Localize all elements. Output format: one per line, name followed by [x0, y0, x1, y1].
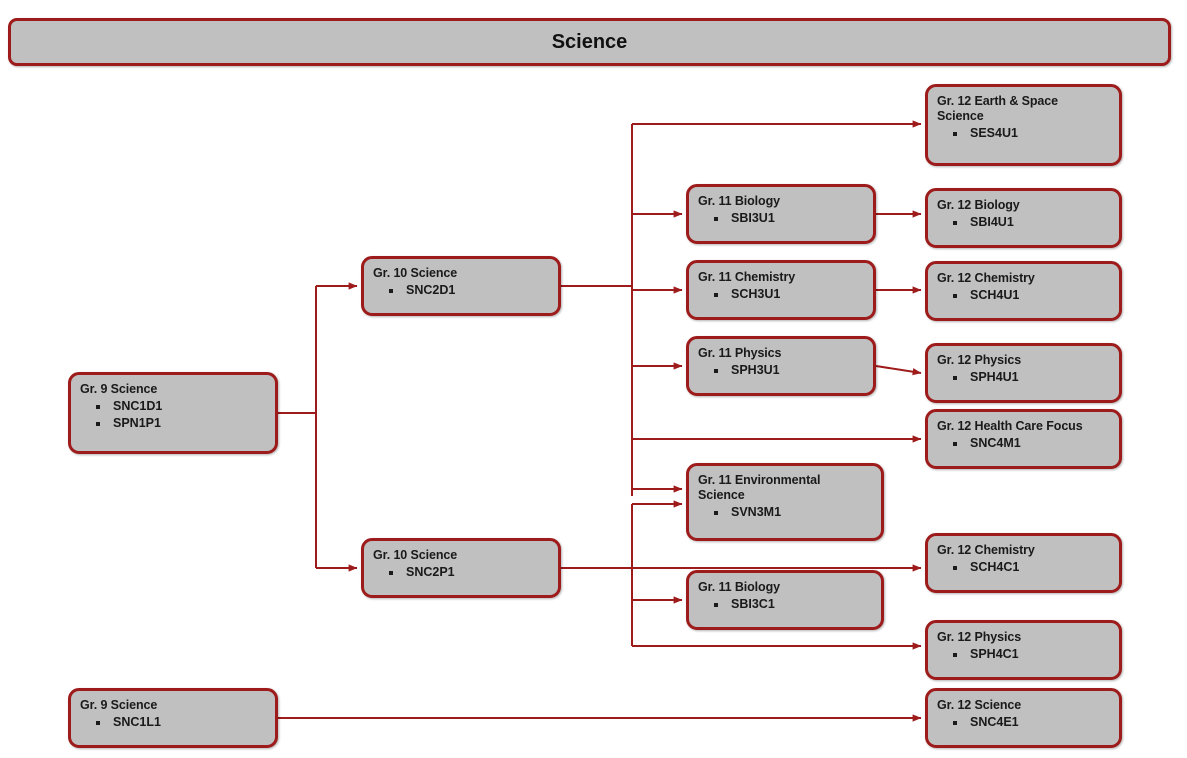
- course-code: SVN3M1: [698, 504, 875, 521]
- course-list: SPH3U1: [698, 362, 867, 379]
- node-title: Gr. 12 Biology: [937, 198, 1020, 212]
- node-title: Gr. 12 Physics: [937, 630, 1022, 644]
- node-gr12-earth-space-science-ses4u1[interactable]: Gr. 12 Earth & Space Science SES4U1: [925, 84, 1122, 166]
- course-code: SPH4U1: [937, 369, 1113, 386]
- node-gr11-chemistry-sch3u1[interactable]: Gr. 11 Chemistry SCH3U1: [686, 260, 876, 320]
- course-list: SES4U1: [937, 125, 1113, 142]
- course-code: SCH4U1: [937, 287, 1113, 304]
- course-code: SNC4M1: [937, 435, 1113, 452]
- course-list: SVN3M1: [698, 504, 875, 521]
- node-gr10-science-snc2p1[interactable]: Gr. 10 Science SNC2P1: [361, 538, 561, 598]
- node-gr11-environmental-science-svn3m1[interactable]: Gr. 11 Environmental Science SVN3M1: [686, 463, 884, 541]
- node-gr9-science-snc1l1[interactable]: Gr. 9 Science SNC1L1: [68, 688, 278, 748]
- course-list: SNC1D1 SPN1P1: [80, 398, 269, 432]
- course-list: SNC4E1: [937, 714, 1113, 731]
- course-list: SNC4M1: [937, 435, 1113, 452]
- course-code: SNC1L1: [80, 714, 269, 731]
- node-title: Gr. 9 Science: [80, 382, 158, 396]
- node-gr9-science-academic[interactable]: Gr. 9 Science SNC1D1 SPN1P1: [68, 372, 278, 454]
- course-code: SCH3U1: [698, 286, 867, 303]
- node-title: Gr. 11 Chemistry: [698, 270, 796, 284]
- course-list: SCH4C1: [937, 559, 1113, 576]
- course-list: SNC1L1: [80, 714, 269, 731]
- node-title: Gr. 9 Science: [80, 698, 158, 712]
- node-title: Gr. 12 Science: [937, 698, 1022, 712]
- node-gr11-biology-sbi3u1[interactable]: Gr. 11 Biology SBI3U1: [686, 184, 876, 244]
- course-list: SPH4U1: [937, 369, 1113, 386]
- node-title: Gr. 11 Biology: [698, 580, 780, 594]
- course-list: SBI4U1: [937, 214, 1113, 231]
- course-code: SCH4C1: [937, 559, 1113, 576]
- node-title: Gr. 11 Biology: [698, 194, 780, 208]
- course-code: SBI3U1: [698, 210, 867, 227]
- node-title: Gr. 10 Science: [373, 548, 458, 562]
- node-gr10-science-snc2d1[interactable]: Gr. 10 Science SNC2D1: [361, 256, 561, 316]
- course-list: SPH4C1: [937, 646, 1113, 663]
- node-title: Gr. 12 Chemistry: [937, 271, 1035, 285]
- course-code: SES4U1: [937, 125, 1113, 142]
- node-title: Gr. 11 Physics: [698, 346, 782, 360]
- node-gr11-physics-sph3u1[interactable]: Gr. 11 Physics SPH3U1: [686, 336, 876, 396]
- course-code: SPN1P1: [80, 415, 269, 432]
- course-code: SNC2D1: [373, 282, 552, 299]
- node-gr12-chemistry-sch4u1[interactable]: Gr. 12 Chemistry SCH4U1: [925, 261, 1122, 321]
- course-list: SBI3U1: [698, 210, 867, 227]
- course-code: SPH3U1: [698, 362, 867, 379]
- node-gr12-health-care-focus-snc4m1[interactable]: Gr. 12 Health Care Focus SNC4M1: [925, 409, 1122, 469]
- course-list: SNC2P1: [373, 564, 552, 581]
- course-code: SNC1D1: [80, 398, 269, 415]
- edge-gr11-physics-to-gr12-physics: [875, 365, 922, 376]
- course-code: SBI3C1: [698, 596, 875, 613]
- node-title: Gr. 10 Science: [373, 266, 458, 280]
- node-title: Gr. 12 Earth & Space Science: [937, 94, 1058, 123]
- course-list: SCH4U1: [937, 287, 1113, 304]
- page-title: Science: [551, 30, 628, 53]
- node-gr12-science-snc4e1[interactable]: Gr. 12 Science SNC4E1: [925, 688, 1122, 748]
- diagram-title-banner: Science: [8, 18, 1171, 66]
- node-gr12-physics-sph4u1[interactable]: Gr. 12 Physics SPH4U1: [925, 343, 1122, 403]
- node-title: Gr. 12 Physics: [937, 353, 1022, 367]
- course-code: SPH4C1: [937, 646, 1113, 663]
- node-gr12-chemistry-sch4c1[interactable]: Gr. 12 Chemistry SCH4C1: [925, 533, 1122, 593]
- course-code: SBI4U1: [937, 214, 1113, 231]
- course-code: SNC2P1: [373, 564, 552, 581]
- node-title: Gr. 12 Chemistry: [937, 543, 1035, 557]
- node-title: Gr. 11 Environmental Science: [698, 473, 821, 502]
- course-list: SNC2D1: [373, 282, 552, 299]
- course-list: SCH3U1: [698, 286, 867, 303]
- node-gr12-physics-sph4c1[interactable]: Gr. 12 Physics SPH4C1: [925, 620, 1122, 680]
- course-code: SNC4E1: [937, 714, 1113, 731]
- course-list: SBI3C1: [698, 596, 875, 613]
- node-gr12-biology-sbi4u1[interactable]: Gr. 12 Biology SBI4U1: [925, 188, 1122, 248]
- node-title: Gr. 12 Health Care Focus: [937, 419, 1083, 433]
- node-gr11-biology-sbi3c1[interactable]: Gr. 11 Biology SBI3C1: [686, 570, 884, 630]
